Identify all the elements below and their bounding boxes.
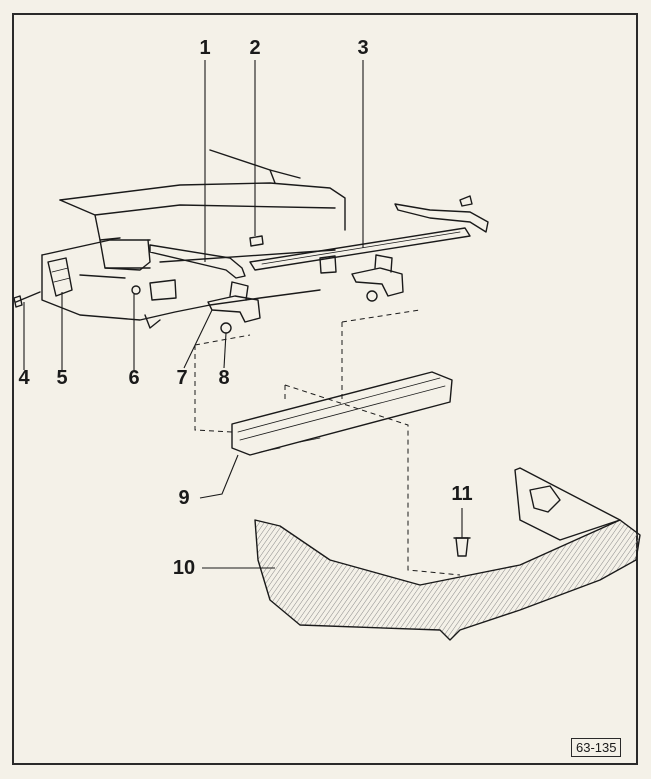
clip-part-2 [249, 235, 264, 247]
leader-line-7 [183, 309, 213, 369]
callout-8: 8 [218, 367, 230, 389]
callout-6: 6 [128, 367, 140, 389]
assembly-line [194, 345, 233, 433]
bracket-part-5 [47, 257, 73, 297]
leader-line-8 [223, 332, 227, 369]
bumper-cover-part-10 [254, 467, 641, 641]
car-rear-body [41, 149, 346, 329]
clip-part-11 [453, 537, 471, 557]
bolt-part-4 [13, 291, 41, 308]
callout-1: 1 [199, 37, 211, 59]
bumper-beam-part-9 [231, 371, 453, 456]
callout-11: 11 [451, 483, 473, 505]
leader-line-9 [199, 454, 239, 499]
callout-7: 7 [176, 367, 188, 389]
callout-5: 5 [56, 367, 68, 389]
assembly-line [341, 309, 421, 323]
strip-end-piece [394, 203, 489, 233]
callout-3: 3 [357, 37, 369, 59]
mount-bracket-part-7 [207, 281, 261, 323]
mount-bracket-right [351, 254, 404, 302]
assembly-line [284, 384, 461, 576]
nut-part-8 [220, 322, 232, 334]
callout-10: 10 [172, 557, 196, 579]
drawing-frame [12, 13, 638, 765]
assembly-line [194, 334, 251, 346]
nut-part-6 [131, 285, 141, 295]
figure-code-label: 63-135 [571, 738, 622, 757]
callout-9: 9 [178, 487, 190, 509]
callout-2: 2 [249, 37, 261, 59]
trim-strip-part-3 [249, 227, 471, 271]
trim-strip-part-1 [149, 244, 246, 279]
callout-4: 4 [18, 367, 30, 389]
